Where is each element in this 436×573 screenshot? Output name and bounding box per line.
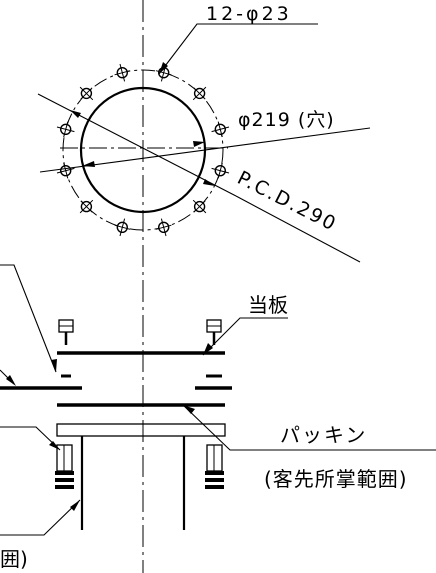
pcd-arrowhead-left: [70, 110, 81, 118]
bolt-hole: [211, 121, 230, 138]
bolt-nut-left-bottom: [55, 444, 74, 489]
gasket: [56, 423, 226, 437]
gasket-label: パッキン: [280, 423, 367, 447]
backing-plate-leader: [202, 317, 288, 356]
bolt-hole-set: [56, 63, 230, 237]
bolt-hole: [79, 86, 94, 101]
bolt-hole: [192, 86, 207, 101]
bolt-hole: [79, 199, 94, 214]
bolt-hole: [114, 218, 131, 237]
bottom-left-leader: [0, 499, 81, 536]
bolt-head-left-top: [58, 319, 74, 378]
flange-section-view: 当板 パッキン (客先所掌範囲) 囲): [0, 264, 436, 571]
pcd-arrowhead-right: [203, 179, 215, 186]
bolt-hole: [114, 63, 131, 82]
bottom-left-arrowhead: [70, 500, 80, 511]
bore-arrowhead-left: [82, 161, 95, 167]
bolt-head-right-top: [206, 319, 222, 378]
bolt-hole-leader: [158, 23, 318, 75]
left-leader-middle-arrowhead: [6, 375, 16, 386]
left-leader-lower-arrowhead: [49, 441, 60, 450]
left-leader-upper-arrowhead: [51, 359, 57, 372]
pcd-label-leader: [235, 195, 361, 263]
left-leader-lower: [0, 426, 61, 451]
backing-plate-arrowhead: [203, 343, 213, 355]
bolt-hole: [155, 218, 172, 237]
backing-plate-label: 当板: [248, 293, 288, 317]
bolt-hole: [211, 162, 230, 179]
bore-leader-line: [39, 127, 371, 173]
bolt-hole: [192, 199, 207, 214]
bolt-hole-callout: 12-φ23: [206, 3, 292, 25]
bolt-nut-right-bottom: [205, 444, 224, 489]
gasket-leader: [182, 404, 436, 451]
bolt-hole: [56, 162, 75, 179]
cut-off-label: 囲): [0, 547, 28, 571]
left-leader-upper: [0, 264, 57, 373]
leader-arrowhead: [159, 62, 168, 74]
gasket-arrowhead: [183, 405, 195, 414]
customer-scope-label: (客先所掌範囲): [264, 467, 408, 491]
bore-arrowhead-right: [193, 141, 205, 147]
bore-callout: φ219 (穴): [238, 109, 335, 131]
pcd-callout: P.C.D.290: [234, 167, 341, 236]
bolt-hole: [56, 121, 75, 138]
pcd-circle: [62, 69, 224, 231]
